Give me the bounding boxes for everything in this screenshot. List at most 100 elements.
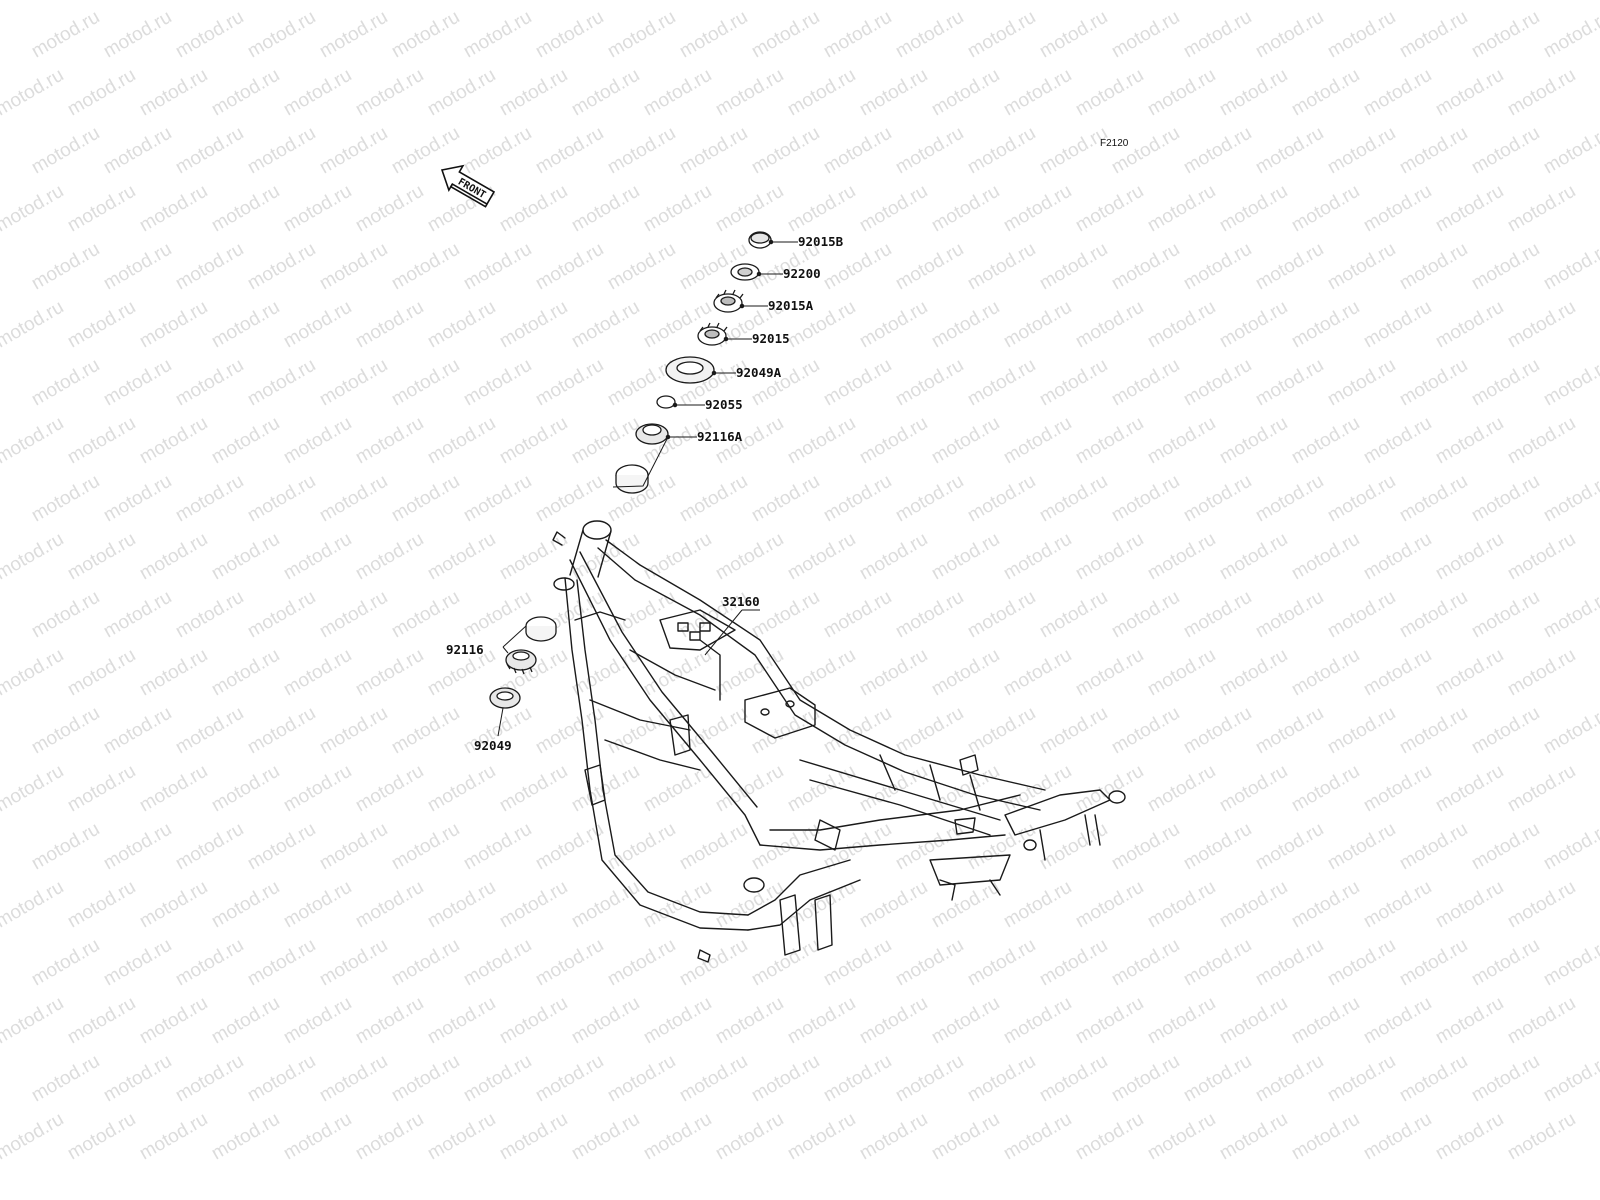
- watermark-text: motod.ru: [424, 297, 499, 353]
- watermark-text: motod.ru: [1252, 703, 1327, 759]
- watermark-text: motod.ru: [1180, 935, 1255, 991]
- watermark-text: motod.ru: [1036, 7, 1111, 63]
- part-92015A[interactable]: 92015A: [713, 289, 814, 313]
- part-92015[interactable]: 92015: [697, 322, 790, 346]
- part-92049A[interactable]: 92049A: [665, 356, 782, 384]
- watermark-text: motod.ru: [1360, 993, 1435, 1049]
- watermark-text: motod.ru: [1324, 819, 1399, 875]
- watermark-text: motod.ru: [1216, 1109, 1291, 1165]
- watermark-text: motod.ru: [568, 1109, 643, 1165]
- watermark-text: motod.ru: [1288, 645, 1363, 701]
- part-92200[interactable]: 92200: [730, 263, 821, 281]
- watermark-text: motod.ru: [1540, 7, 1600, 63]
- part-92116A[interactable]: 92116A: [612, 423, 743, 494]
- watermark-text: motod.ru: [208, 645, 283, 701]
- watermark-text: motod.ru: [1180, 703, 1255, 759]
- watermark-text: motod.ru: [856, 297, 931, 353]
- watermark-text: motod.ru: [28, 355, 103, 411]
- watermark-text: motod.ru: [316, 239, 391, 295]
- watermark-text: motod.ru: [568, 993, 643, 1049]
- watermark-text: motod.ru: [352, 993, 427, 1049]
- watermark-text: motod.ru: [1468, 1051, 1543, 1107]
- watermark-text: motod.ru: [1288, 761, 1363, 817]
- label-92049: 92049: [474, 738, 512, 753]
- watermark-text: motod.ru: [28, 1051, 103, 1107]
- watermark-text: motod.ru: [460, 587, 535, 643]
- watermark-text: motod.ru: [0, 645, 67, 701]
- watermark-text: motod.ru: [424, 761, 499, 817]
- watermark-text: motod.ru: [1252, 123, 1327, 179]
- watermark-text: motod.ru: [784, 993, 859, 1049]
- watermark-text: motod.ru: [1504, 413, 1579, 469]
- watermark-text: motod.ru: [964, 935, 1039, 991]
- watermark-text: motod.ru: [712, 1109, 787, 1165]
- watermark-text: motod.ru: [0, 65, 67, 121]
- watermark-text: motod.ru: [1432, 1109, 1507, 1165]
- watermark-text: motod.ru: [280, 761, 355, 817]
- watermark-text: motod.ru: [64, 761, 139, 817]
- watermark-text: motod.ru: [640, 529, 715, 585]
- watermark-text: motod.ru: [964, 123, 1039, 179]
- watermark-text: motod.ru: [0, 181, 67, 237]
- watermark-text: motod.ru: [1216, 413, 1291, 469]
- part-92055[interactable]: 92055: [656, 395, 743, 412]
- watermark-text: motod.ru: [784, 761, 859, 817]
- watermark-text: motod.ru: [424, 993, 499, 1049]
- watermark-text: motod.ru: [1432, 297, 1507, 353]
- watermark-text: motod.ru: [64, 181, 139, 237]
- watermark-text: motod.ru: [856, 529, 931, 585]
- watermark-text: motod.ru: [172, 1051, 247, 1107]
- watermark-text: motod.ru: [1180, 587, 1255, 643]
- watermark-text: motod.ru: [388, 239, 463, 295]
- watermark-text: motod.ru: [388, 703, 463, 759]
- watermark-text: motod.ru: [388, 471, 463, 527]
- watermark-text: motod.ru: [280, 65, 355, 121]
- watermark-text: motod.ru: [1036, 587, 1111, 643]
- watermark-text: motod.ru: [1324, 7, 1399, 63]
- watermark-text: motod.ru: [100, 239, 175, 295]
- watermark-text: motod.ru: [244, 471, 319, 527]
- watermark-text: motod.ru: [1396, 123, 1471, 179]
- watermark-text: motod.ru: [532, 355, 607, 411]
- watermark-text: motod.ru: [460, 819, 535, 875]
- watermark-text: motod.ru: [1432, 181, 1507, 237]
- watermark-text: motod.ru: [496, 297, 571, 353]
- watermark-text: motod.ru: [28, 587, 103, 643]
- watermark-text: motod.ru: [1504, 529, 1579, 585]
- label-92055: 92055: [705, 397, 743, 412]
- watermark-text: motod.ru: [0, 297, 67, 353]
- watermark-text: motod.ru: [1288, 65, 1363, 121]
- watermark-text: motod.ru: [1252, 239, 1327, 295]
- part-92015B[interactable]: 92015B: [748, 231, 844, 249]
- watermark-text: motod.ru: [316, 1051, 391, 1107]
- part-92116[interactable]: 92116: [446, 616, 557, 675]
- watermark-text: motod.ru: [352, 65, 427, 121]
- watermark-text: motod.ru: [1396, 819, 1471, 875]
- watermark-text: motod.ru: [1036, 703, 1111, 759]
- watermark-text: motod.ru: [352, 529, 427, 585]
- watermark-text: motod.ru: [460, 7, 535, 63]
- watermark-text: motod.ru: [1396, 471, 1471, 527]
- watermark-text: motod.ru: [928, 529, 1003, 585]
- watermark-text: motod.ru: [856, 65, 931, 121]
- watermark-text: motod.ru: [1036, 935, 1111, 991]
- watermark-text: motod.ru: [1000, 65, 1075, 121]
- watermark-text: motod.ru: [172, 239, 247, 295]
- watermark-text: motod.ru: [1252, 935, 1327, 991]
- watermark-text: motod.ru: [1216, 529, 1291, 585]
- watermark-text: motod.ru: [532, 7, 607, 63]
- watermark-text: motod.ru: [712, 181, 787, 237]
- label-92015: 92015: [752, 331, 790, 346]
- watermark-text: motod.ru: [28, 935, 103, 991]
- callout-32160[interactable]: 32160: [704, 594, 760, 656]
- watermark-text: motod.ru: [1540, 123, 1600, 179]
- watermark-text: motod.ru: [1504, 65, 1579, 121]
- frame-assembly[interactable]: [552, 520, 1126, 963]
- part-92049[interactable]: 92049: [474, 687, 521, 753]
- watermark-text: motod.ru: [1144, 297, 1219, 353]
- watermark-text: motod.ru: [100, 7, 175, 63]
- watermark-text: motod.ru: [928, 993, 1003, 1049]
- watermark-text: motod.ru: [1360, 297, 1435, 353]
- watermark-text: motod.ru: [280, 413, 355, 469]
